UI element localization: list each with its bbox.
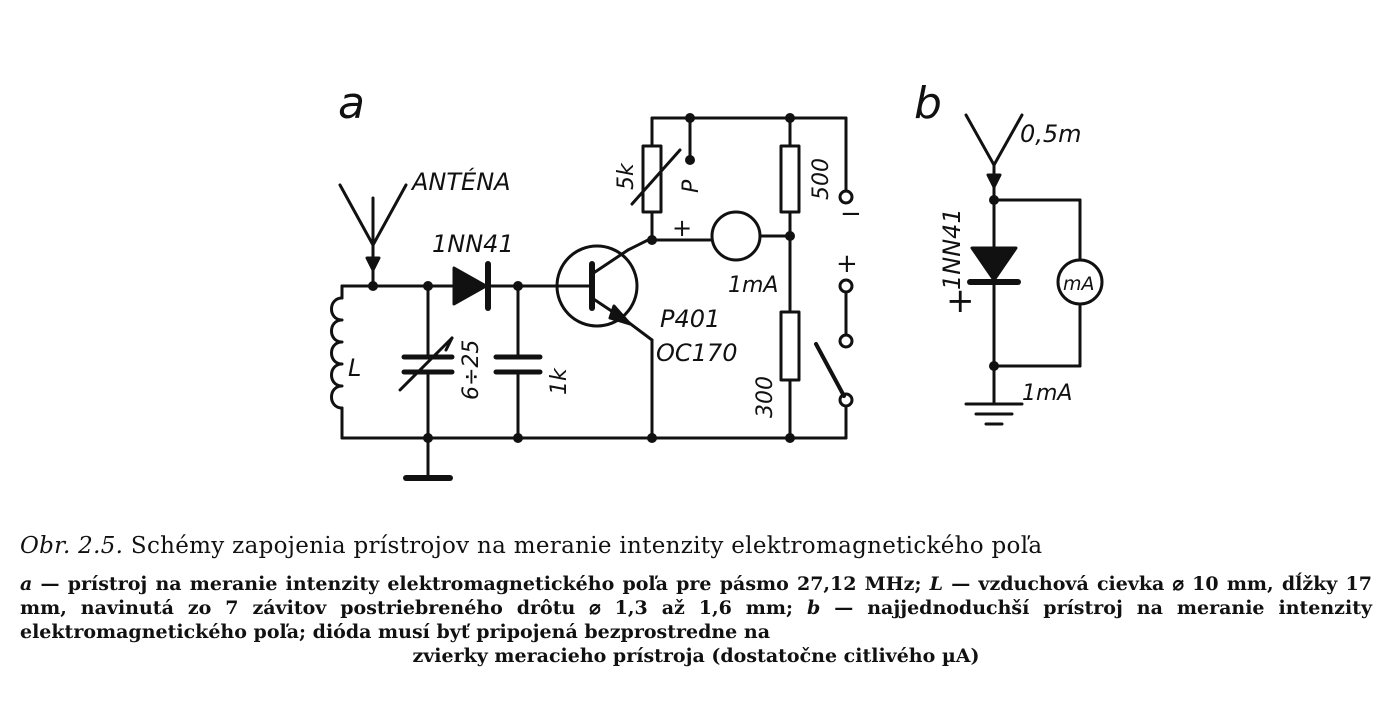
- caption-a-text: — prístroj na meranie intenzity elektrom…: [32, 573, 930, 595]
- caption-last-line: zvierky meracieho prístroja (dostatočne …: [412, 645, 980, 667]
- resistor-500: [779, 116, 801, 314]
- caption-body: a — prístroj na meranie intenzity elektr…: [20, 572, 1372, 668]
- terminal-minus-label: −: [840, 199, 862, 229]
- potentiometer: [630, 116, 848, 242]
- diode-label-b: 1NN41: [938, 208, 966, 290]
- meter-label-b: 1mA: [1022, 381, 1072, 406]
- resistor-300: [779, 310, 801, 440]
- inductor-label: L: [348, 354, 361, 382]
- pot-value-label: 5k: [614, 162, 639, 190]
- terminal-plus-label: +: [836, 249, 858, 279]
- pot-label: P: [679, 179, 704, 193]
- junctions-a: [368, 113, 795, 443]
- meter-plus-label: +: [672, 214, 692, 242]
- panel-label-a: a: [338, 78, 365, 129]
- caption-a-mark: a: [20, 573, 33, 595]
- r300-label: 300: [753, 376, 778, 418]
- antenna-a: [338, 183, 408, 287]
- r500-label: 500: [809, 158, 834, 200]
- antenna-b: [964, 113, 1024, 202]
- meter-a: [710, 210, 762, 262]
- capacitor-label: 1k: [547, 367, 572, 395]
- caption-l-mark: L: [929, 573, 944, 595]
- transistor-label-2: OC170: [656, 339, 737, 367]
- ground-b: [964, 402, 1024, 426]
- figure-title: Schémy zapojenia prístrojov na meranie i…: [130, 533, 1043, 559]
- figure-number: Obr. 2.5.: [20, 533, 124, 559]
- capacitor-1k: [493, 284, 543, 440]
- antenna-label-a: ANTÉNA: [410, 167, 511, 196]
- inductor-l: [330, 284, 344, 440]
- diode-label-a: 1NN41: [432, 230, 514, 258]
- varcap-label: 6÷25: [459, 340, 484, 400]
- caption-l-text: — vzduchová cievka ⌀ 10 mm, dĺžky 17 mm,…: [20, 573, 1372, 619]
- diode-b: [967, 198, 1021, 404]
- schematic-a: a ANTÉNA 1NN41 L: [330, 78, 862, 481]
- transistor: [555, 236, 654, 440]
- transistor-label-1: P401: [660, 305, 720, 333]
- panel-label-b: b: [914, 78, 942, 129]
- caption-b-text: — najjednoduchší prístroj na meranie int…: [20, 597, 1373, 643]
- caption-b-mark: b: [806, 597, 821, 619]
- caption-title: Obr. 2.5. Schémy zapojenia prístrojov na…: [20, 533, 1372, 559]
- diode-a: [452, 261, 491, 311]
- variable-capacitor: [398, 284, 455, 440]
- schematic-b: b 0,5m mA 1NN41 + 1mA: [914, 78, 1104, 426]
- meter-label-a: 1mA: [728, 273, 778, 298]
- terminals-switch: [814, 116, 854, 440]
- antenna-label-b: 0,5m: [1020, 120, 1082, 148]
- meter-symbol-b: mA: [1063, 273, 1095, 295]
- plus-label-b: +: [946, 281, 975, 321]
- junctions-b: [989, 195, 999, 371]
- ground-a: [403, 436, 453, 481]
